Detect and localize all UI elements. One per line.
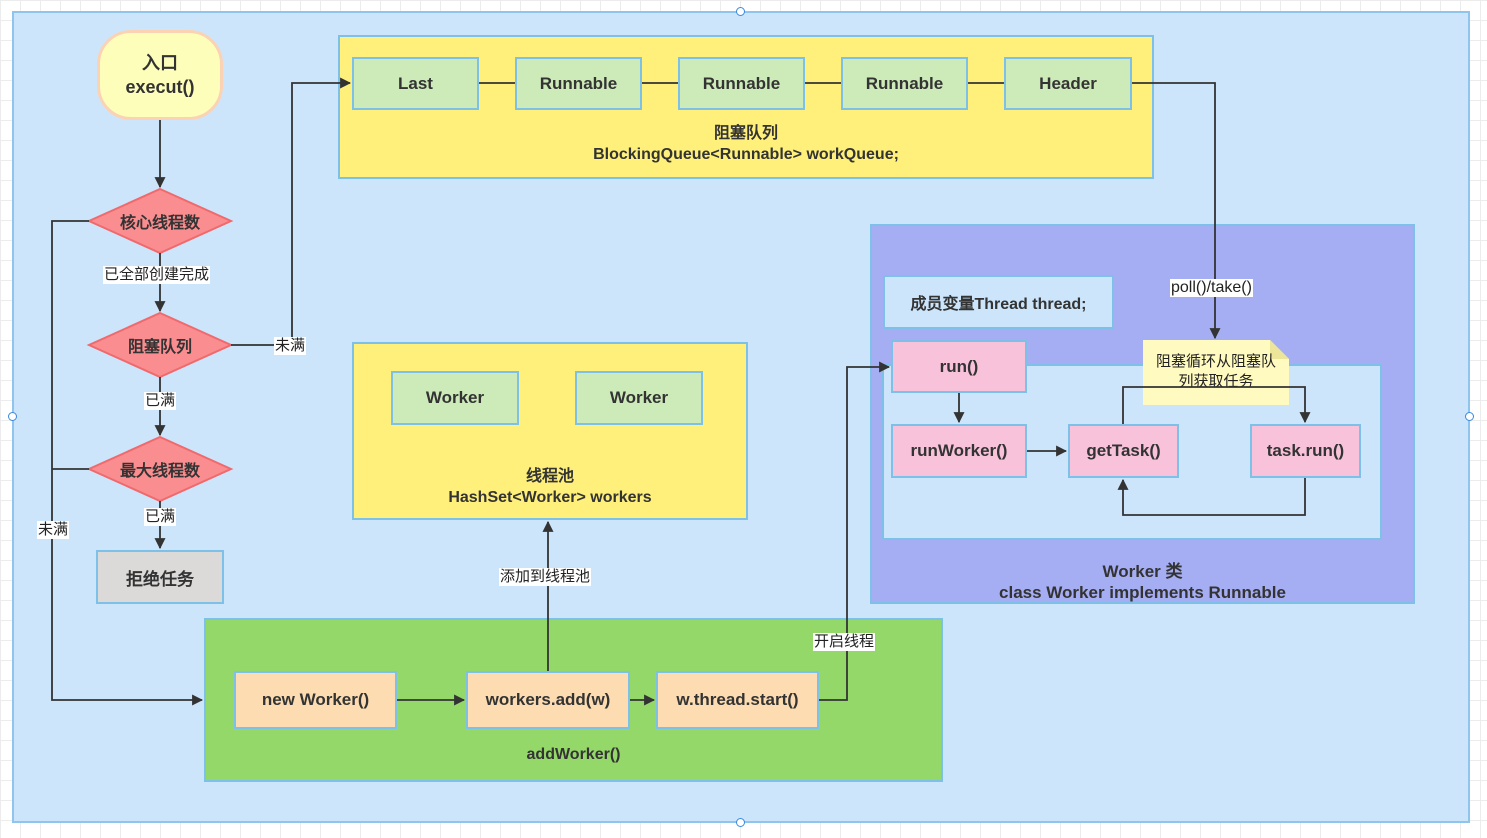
blocking-queue-label: 阻塞队列 bbox=[127, 339, 192, 356]
note-text: 阻塞循环从阻塞队列获取任务 bbox=[1155, 353, 1276, 390]
entry-node[interactable]: 入口 execut() bbox=[97, 30, 223, 120]
resize-handle-top[interactable] bbox=[736, 7, 745, 16]
edge-queue-notfull bbox=[231, 77, 352, 346]
reject-task-node[interactable]: 拒绝任务 bbox=[96, 550, 224, 604]
blocking-queue-subtitle: BlockingQueue<Runnable> workQueue; bbox=[593, 146, 899, 163]
edge-header-poll bbox=[1132, 82, 1221, 340]
edge-label-not-full-left: 未满 bbox=[37, 521, 70, 539]
task-run-method[interactable]: task.run() bbox=[1250, 424, 1361, 478]
get-task-method[interactable]: getTask() bbox=[1068, 424, 1179, 478]
core-threads-label: 核心线程数 bbox=[119, 215, 200, 232]
pool-worker-1[interactable]: Worker bbox=[391, 371, 519, 425]
queue-item-header[interactable]: Header bbox=[1004, 57, 1132, 110]
worker-class-title-block: Worker 类 class Worker implements Runnabl… bbox=[872, 561, 1413, 603]
queue-item-runnable-2[interactable]: Runnable bbox=[678, 57, 805, 110]
new-worker-step[interactable]: new Worker() bbox=[234, 671, 397, 729]
edge-label-add-to-pool: 添加到线程池 bbox=[499, 568, 592, 586]
resize-handle-bottom[interactable] bbox=[736, 818, 745, 827]
queue-item-runnable-3[interactable]: Runnable bbox=[841, 57, 968, 110]
edge-label-start-thread: 开启线程 bbox=[813, 633, 876, 651]
blocking-queue-title: 阻塞队列 bbox=[713, 125, 778, 142]
worker-class-title: Worker 类 bbox=[1102, 562, 1183, 581]
edge-core-addworker bbox=[51, 220, 204, 706]
workers-add-step[interactable]: workers.add(w) bbox=[466, 671, 630, 729]
edge-gettask-taskrun bbox=[1122, 386, 1311, 424]
run-worker-method[interactable]: runWorker() bbox=[891, 424, 1027, 478]
pool-worker-2[interactable]: Worker bbox=[575, 371, 703, 425]
resize-handle-left[interactable] bbox=[8, 412, 17, 421]
edge-label-full-1: 已满 bbox=[144, 392, 177, 410]
edge-label-all-created: 已全部创建完成 bbox=[103, 266, 211, 284]
edge-taskrun-gettask bbox=[1117, 478, 1306, 516]
entry-subtitle: execut() bbox=[125, 77, 195, 97]
worker-class-subtitle: class Worker implements Runnable bbox=[999, 583, 1286, 602]
edge-label-poll-take: poll()/take() bbox=[1170, 279, 1253, 297]
queue-item-last[interactable]: Last bbox=[352, 57, 479, 110]
edge-label-full-2: 已满 bbox=[144, 508, 177, 526]
thread-pool-title: 线程池 bbox=[525, 468, 574, 485]
thread-start-step[interactable]: w.thread.start() bbox=[656, 671, 819, 729]
add-worker-title: addWorker() bbox=[526, 746, 621, 763]
entry-title: 入口 bbox=[142, 53, 178, 73]
max-threads-label: 最大线程数 bbox=[119, 463, 200, 480]
thread-pool-subtitle: HashSet<Worker> workers bbox=[448, 489, 652, 506]
blocking-queue-title-block: 阻塞队列 BlockingQueue<Runnable> workQueue; bbox=[340, 123, 1152, 165]
edge-label-queue-not-full: 未满 bbox=[274, 337, 307, 355]
member-variable-box[interactable]: 成员变量Thread thread; bbox=[883, 275, 1114, 329]
run-method[interactable]: run() bbox=[891, 340, 1027, 393]
edge-start-run bbox=[819, 361, 891, 701]
thread-pool-title-block: 线程池 HashSet<Worker> workers bbox=[354, 466, 746, 508]
queue-item-runnable-1[interactable]: Runnable bbox=[515, 57, 642, 110]
resize-handle-right[interactable] bbox=[1465, 412, 1474, 421]
